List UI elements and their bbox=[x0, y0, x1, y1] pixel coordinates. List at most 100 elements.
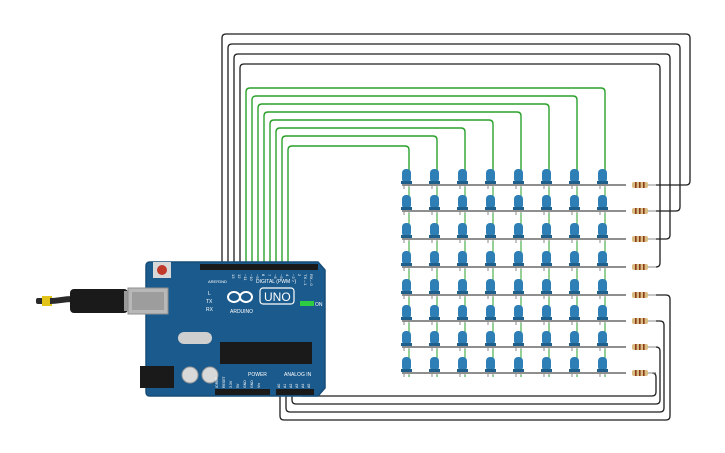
led[interactable] bbox=[401, 279, 412, 299]
black-wire[interactable] bbox=[233, 53, 671, 266]
green-wire[interactable] bbox=[257, 103, 550, 266]
resistor[interactable] bbox=[632, 264, 656, 270]
led[interactable] bbox=[457, 357, 468, 377]
led[interactable] bbox=[485, 357, 496, 377]
led[interactable] bbox=[513, 305, 524, 325]
led[interactable] bbox=[401, 331, 412, 351]
led[interactable] bbox=[541, 195, 552, 215]
led-dome bbox=[542, 223, 551, 237]
led[interactable] bbox=[513, 251, 524, 271]
led[interactable] bbox=[569, 305, 580, 325]
led[interactable] bbox=[541, 331, 552, 351]
led[interactable] bbox=[457, 169, 468, 189]
led-dome bbox=[486, 251, 495, 265]
led[interactable] bbox=[429, 169, 440, 189]
led[interactable] bbox=[485, 305, 496, 325]
led[interactable] bbox=[429, 251, 440, 271]
led[interactable] bbox=[485, 331, 496, 351]
led[interactable] bbox=[429, 357, 440, 377]
resistor[interactable] bbox=[632, 292, 656, 298]
board-name: UNO bbox=[264, 290, 291, 304]
led[interactable] bbox=[597, 331, 608, 351]
led[interactable] bbox=[541, 305, 552, 325]
green-wire[interactable] bbox=[245, 87, 606, 266]
led[interactable] bbox=[457, 195, 468, 215]
green-wire[interactable] bbox=[287, 145, 410, 266]
black-wire[interactable] bbox=[285, 320, 665, 413]
led[interactable] bbox=[401, 169, 412, 189]
analog-pin-label: A4 bbox=[301, 384, 305, 388]
resistor[interactable] bbox=[632, 318, 656, 324]
black-wire[interactable] bbox=[221, 33, 691, 266]
green-wire[interactable] bbox=[251, 95, 578, 266]
led[interactable] bbox=[429, 279, 440, 299]
resistor[interactable] bbox=[632, 370, 656, 376]
green-wire[interactable] bbox=[281, 135, 438, 266]
led[interactable] bbox=[597, 223, 608, 243]
led[interactable] bbox=[457, 279, 468, 299]
led[interactable] bbox=[569, 357, 580, 377]
led[interactable] bbox=[429, 305, 440, 325]
black-wire[interactable] bbox=[227, 43, 681, 266]
resistor[interactable] bbox=[632, 344, 656, 350]
led[interactable] bbox=[569, 195, 580, 215]
led[interactable] bbox=[429, 223, 440, 243]
green-wire[interactable] bbox=[263, 111, 522, 266]
led-base bbox=[457, 263, 468, 266]
led[interactable] bbox=[485, 169, 496, 189]
digital-pin-label: ~3 bbox=[291, 274, 296, 279]
led[interactable] bbox=[401, 223, 412, 243]
led[interactable] bbox=[513, 195, 524, 215]
led[interactable] bbox=[457, 331, 468, 351]
led[interactable] bbox=[401, 195, 412, 215]
led[interactable] bbox=[569, 223, 580, 243]
led[interactable] bbox=[485, 251, 496, 271]
led[interactable] bbox=[597, 305, 608, 325]
led[interactable] bbox=[569, 279, 580, 299]
led[interactable] bbox=[401, 305, 412, 325]
led[interactable] bbox=[597, 251, 608, 271]
led[interactable] bbox=[457, 223, 468, 243]
led[interactable] bbox=[457, 251, 468, 271]
led[interactable] bbox=[429, 195, 440, 215]
led-base bbox=[429, 207, 440, 210]
green-wire[interactable] bbox=[269, 119, 494, 266]
led[interactable] bbox=[597, 357, 608, 377]
led[interactable] bbox=[401, 251, 412, 271]
led-dome bbox=[598, 305, 607, 319]
led-base bbox=[513, 369, 524, 372]
black-wire[interactable] bbox=[291, 346, 661, 405]
led-base bbox=[429, 263, 440, 266]
led[interactable] bbox=[513, 223, 524, 243]
resistor[interactable] bbox=[632, 208, 656, 214]
led[interactable] bbox=[541, 223, 552, 243]
led[interactable] bbox=[513, 331, 524, 351]
led[interactable] bbox=[513, 279, 524, 299]
black-wire[interactable] bbox=[239, 63, 661, 268]
led[interactable] bbox=[485, 223, 496, 243]
led[interactable] bbox=[485, 195, 496, 215]
led[interactable] bbox=[429, 331, 440, 351]
black-wire[interactable] bbox=[279, 294, 671, 421]
led[interactable] bbox=[569, 251, 580, 271]
resistor[interactable] bbox=[632, 182, 656, 188]
led[interactable] bbox=[541, 357, 552, 377]
led[interactable] bbox=[513, 357, 524, 377]
arduino-uno-board[interactable]: DIGITAL (PWM ~) AREF GND ON TX RX L ARDU… bbox=[127, 261, 326, 397]
led[interactable] bbox=[541, 169, 552, 189]
led[interactable] bbox=[541, 279, 552, 299]
led[interactable] bbox=[485, 279, 496, 299]
led[interactable] bbox=[569, 331, 580, 351]
green-wire[interactable] bbox=[275, 127, 466, 266]
led[interactable] bbox=[541, 251, 552, 271]
resistor[interactable] bbox=[632, 236, 656, 242]
black-wire[interactable] bbox=[297, 372, 657, 397]
led[interactable] bbox=[401, 357, 412, 377]
reset-button-cap[interactable] bbox=[157, 265, 167, 275]
led[interactable] bbox=[457, 305, 468, 325]
led[interactable] bbox=[597, 169, 608, 189]
led[interactable] bbox=[597, 279, 608, 299]
led[interactable] bbox=[513, 169, 524, 189]
led[interactable] bbox=[569, 169, 580, 189]
led[interactable] bbox=[597, 195, 608, 215]
